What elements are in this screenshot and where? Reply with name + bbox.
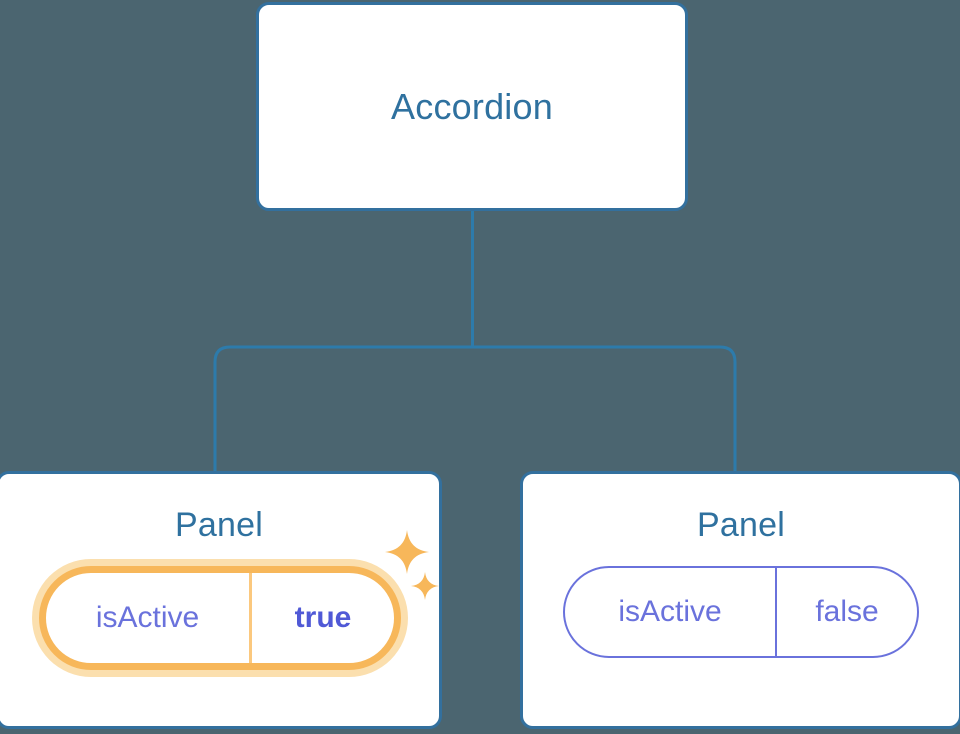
prop-key-isactive: isActive (565, 568, 777, 656)
prop-value-false: false (815, 595, 879, 628)
sparkle-small-icon (411, 572, 439, 600)
prop-pill-wrapper-active: isActive true (39, 530, 439, 670)
node-accordion-title: Accordion (391, 85, 553, 127)
connector-branch-right (472, 345, 737, 473)
node-panel-active-title: Panel (175, 506, 263, 544)
node-panel-inactive[interactable]: Panel isActive false (520, 471, 960, 729)
prop-pill-isactive-true[interactable]: isActive true (39, 566, 401, 670)
prop-key-isactive: isActive (46, 573, 252, 663)
node-panel-inactive-title: Panel (697, 506, 785, 544)
prop-pill-isactive-false[interactable]: isActive false (563, 566, 919, 658)
node-panel-active[interactable]: Panel isActive true (0, 471, 442, 729)
prop-pill-wrapper-inactive: isActive false (563, 566, 919, 658)
sparkle-large-icon (385, 530, 429, 574)
connector-branch-left (213, 345, 473, 473)
node-accordion[interactable]: Accordion (256, 2, 688, 211)
prop-value-true: true (294, 601, 352, 634)
